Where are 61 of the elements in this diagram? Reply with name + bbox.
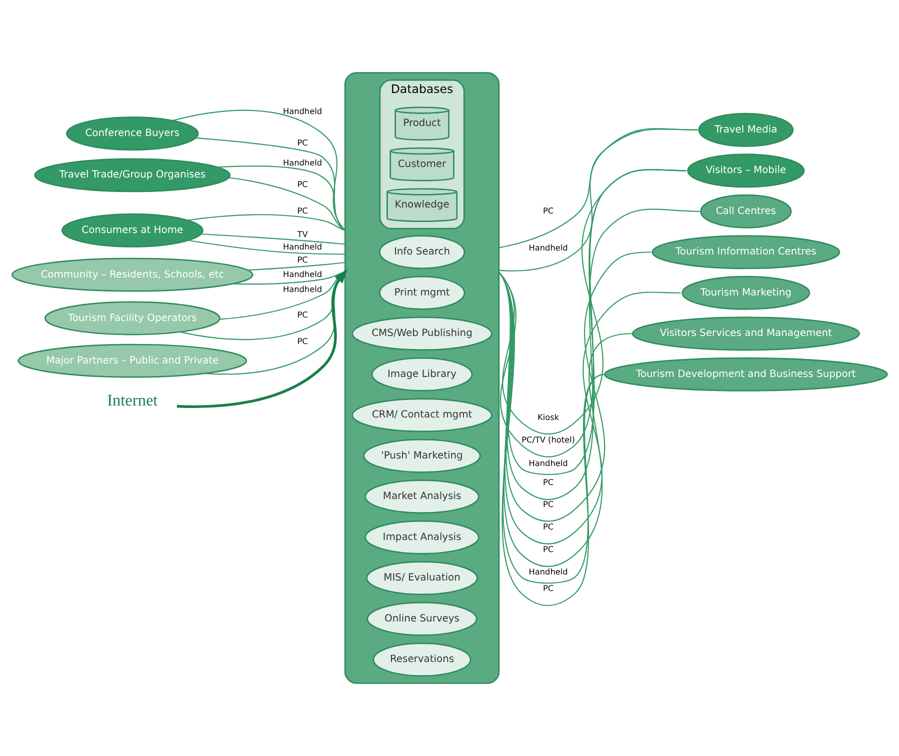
node-ellipse: Consumers at Home (61, 213, 204, 248)
arrow (176, 268, 348, 408)
node-ellipse: CMS/Web Publishing (352, 316, 492, 351)
edge-label: PC (297, 254, 308, 264)
connector (172, 110, 346, 231)
edge-label: TV (297, 228, 308, 239)
connector (187, 214, 346, 231)
edge-label: PC (543, 477, 554, 488)
node-ellipse: Online Surveys (366, 602, 478, 636)
edge-label: Handheld (283, 157, 322, 168)
node-ellipse: Visitors – Mobile (687, 154, 805, 188)
edge-label: Handheld (528, 458, 568, 468)
edge-label: Handheld (283, 106, 322, 116)
node-ellipse: CRM/ Contact mgmt (352, 398, 492, 432)
node-ellipse: Conference Buyers (66, 116, 199, 151)
edge-label: PC (297, 179, 308, 190)
edge-label: PC (543, 582, 554, 593)
node-ellipse: Tourism Marketing (682, 276, 810, 310)
connector (201, 233, 346, 245)
node-ellipse: Tourism Facility Operators (44, 301, 220, 336)
edge-label: Handheld (283, 242, 322, 252)
edge-label: PC (543, 498, 554, 509)
node-ellipse: Major Partners – Public and Private (18, 344, 248, 378)
node-ellipse: Travel Trade/Group Organises (34, 158, 231, 192)
node-ellipse: Tourism Development and Business Support (604, 357, 888, 392)
node-text: Internet (107, 390, 158, 410)
connector (188, 240, 346, 255)
edge-label: PC (543, 205, 554, 216)
node-ellipse: Market Analysis (364, 480, 480, 514)
edge-label: PC (297, 336, 308, 346)
node-ellipse: 'Push' Marketing (363, 438, 481, 473)
node-ellipse: Info Search (378, 235, 466, 270)
node-ellipse: Travel Media (698, 112, 794, 147)
connector (218, 166, 346, 231)
connector (498, 252, 651, 522)
connector (498, 208, 700, 500)
edge-label: PC (543, 521, 554, 532)
node-ellipse: Reservations (372, 642, 472, 677)
edge-label: PC (543, 544, 554, 554)
node-ellipse: Print mgmt (378, 276, 466, 310)
edge-label: Handheld (528, 566, 568, 577)
connector (196, 137, 346, 231)
node-ellipse: Visitors Services and Management (632, 316, 860, 351)
node-ellipse: MIS/ Evaluation (366, 561, 478, 596)
node-ellipse: Community – Residents, Schools, etc (11, 258, 254, 292)
connector (498, 128, 698, 272)
node-ellipse: Call Centres (700, 194, 792, 228)
cluster (344, 72, 500, 684)
edge-label: Handheld (283, 284, 322, 294)
connector (228, 177, 346, 231)
node-ellipse: Impact Analysis (364, 520, 480, 554)
edge-label: PC (297, 137, 308, 148)
node-ellipse: Tourism Information Centres (652, 235, 840, 270)
connector (248, 262, 346, 271)
edge-label: PC/TV (hotel) (522, 434, 575, 444)
edge-label: PC (297, 205, 308, 216)
edge-label: Handheld (528, 242, 568, 253)
edge-label: PC (297, 310, 308, 320)
edge-label: Kiosk (538, 412, 560, 422)
node-ellipse: Image Library (371, 357, 473, 392)
edge-label: Handheld (283, 268, 322, 279)
